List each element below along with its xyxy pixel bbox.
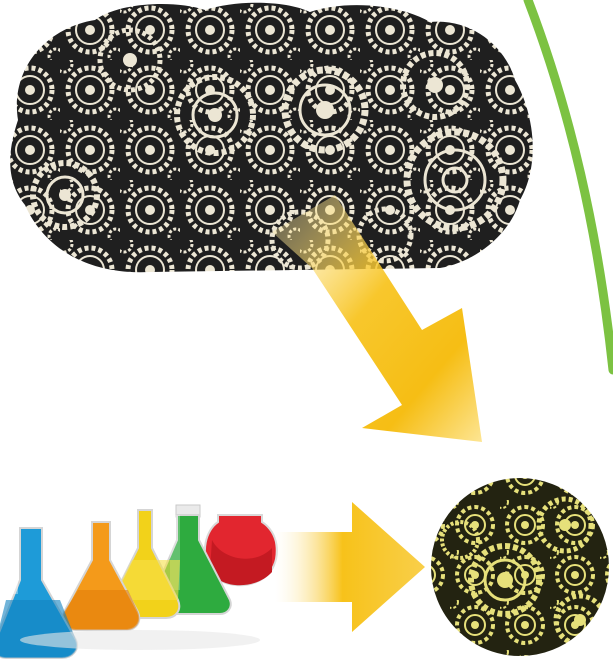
gear-circle [430,477,613,664]
horizontal-arrow [275,502,425,632]
lab-flasks [0,505,277,658]
green-arc [528,0,613,370]
gear-brain [0,0,545,280]
